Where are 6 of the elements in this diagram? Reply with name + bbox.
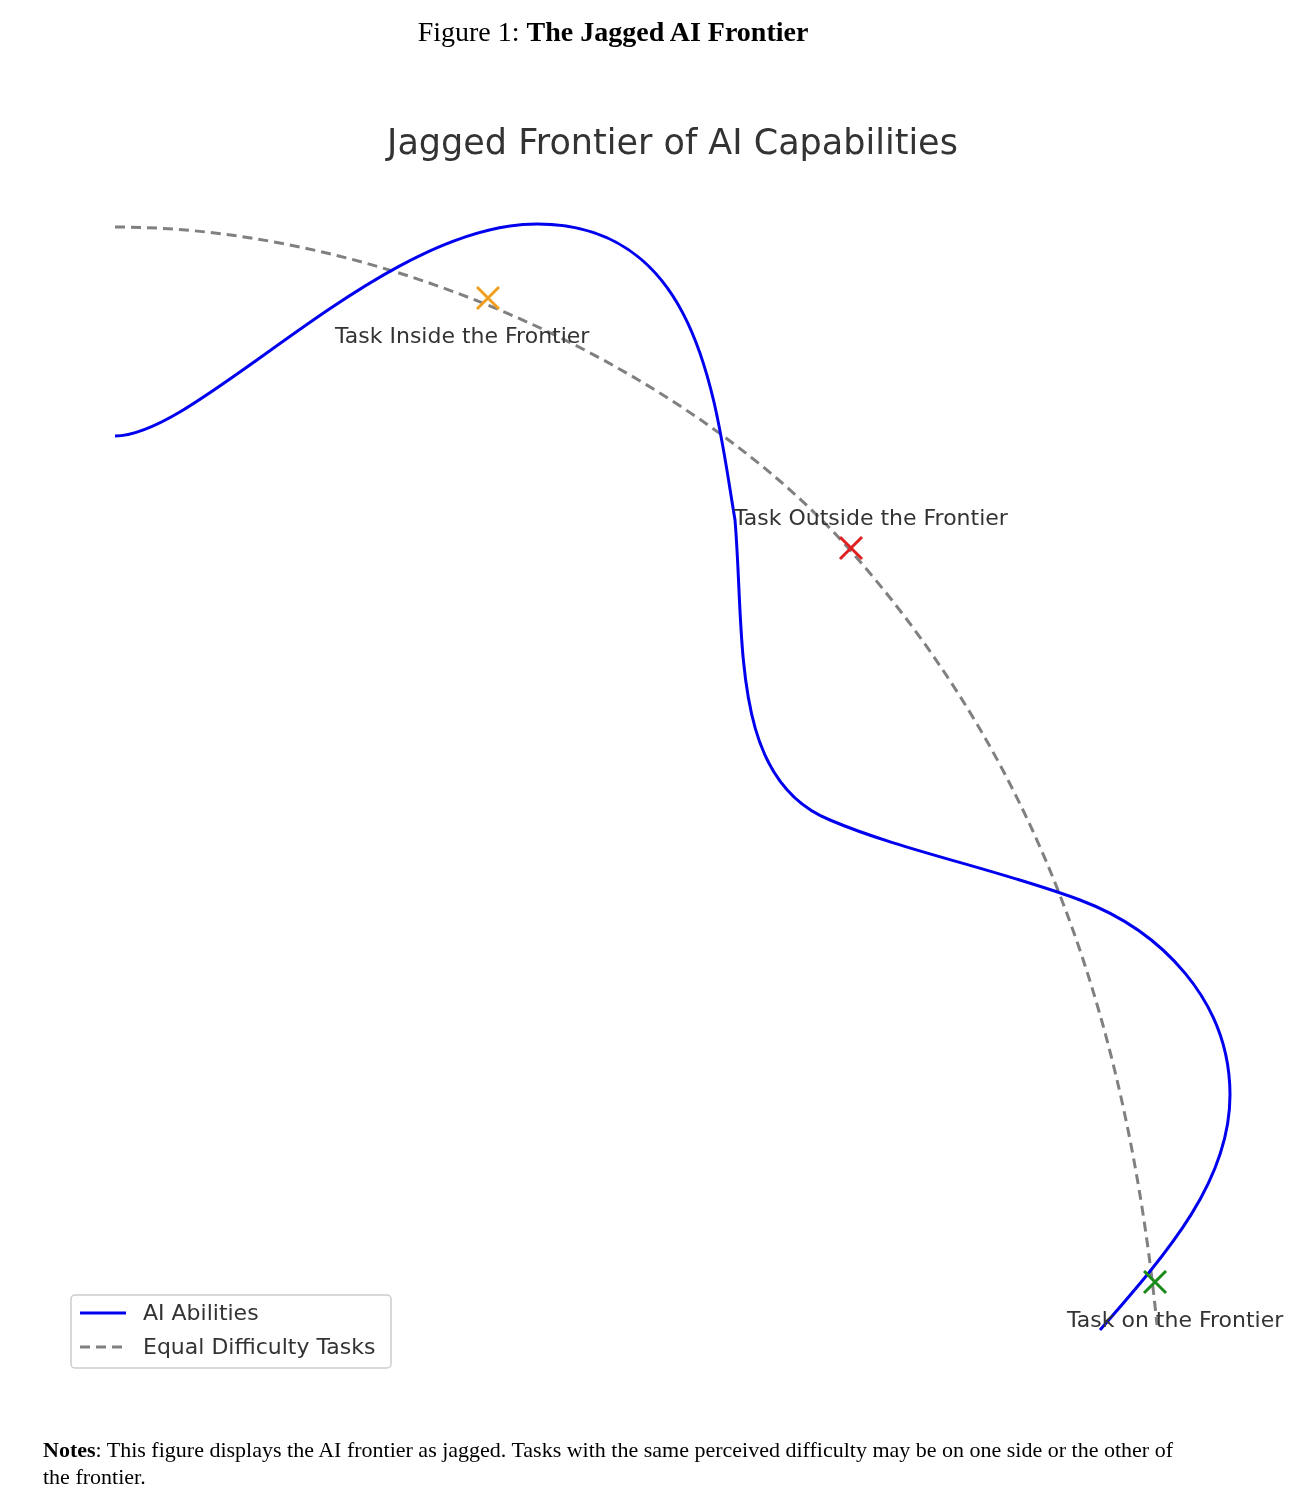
figure-title: Figure 1: The Jagged AI Frontier — [416, 16, 810, 48]
legend-label: AI Abilities — [143, 1300, 259, 1325]
notes-text: Notes: This figure displays the AI frontier as jagged. Tasks with the same perceived difficulty may be on one side or the other of the frontier. — [43, 1436, 1174, 1490]
legend-label: Equal Difficulty Tasks — [143, 1334, 376, 1359]
chart-title: Jagged Frontier of AI Capabilities — [384, 122, 959, 162]
point-label: Task Inside the Frontier — [335, 323, 590, 348]
